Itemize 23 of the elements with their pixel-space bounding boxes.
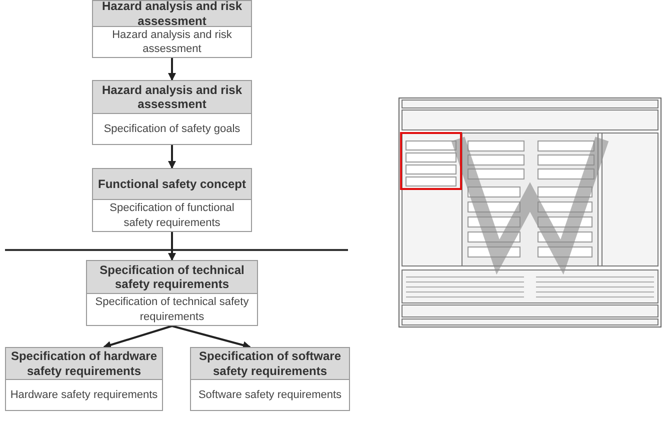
box-text: Specification of functional safety requirements [108, 201, 236, 230]
arrow [168, 145, 176, 169]
process-box [92, 0, 252, 58]
box-heading: Specification of software safety requirements [198, 349, 342, 378]
process-box [190, 347, 350, 411]
box-text: Specification of technical safety requirements [94, 295, 250, 324]
arrow [172, 325, 251, 350]
arrow [103, 325, 172, 349]
arrow [168, 232, 176, 261]
box-text: Specification of safety goals [104, 122, 240, 136]
box-heading: Hazard analysis and risk assessment [100, 0, 244, 28]
process-box [92, 80, 252, 145]
box-text: Hardware safety requirements [10, 388, 158, 402]
box-heading: Specification of technical safety requirements [98, 262, 246, 292]
process-box [92, 168, 252, 232]
arrow [168, 58, 176, 81]
box-heading: Specification of hardware safety requirements [10, 349, 158, 378]
box-text: Hazard analysis and risk assessment [111, 28, 233, 57]
process-box [86, 260, 258, 326]
process-box [5, 347, 163, 411]
box-text: Software safety requirements [198, 388, 342, 402]
box-heading: Hazard analysis and risk assessment [100, 82, 244, 112]
box-heading: Functional safety concept [98, 177, 246, 192]
